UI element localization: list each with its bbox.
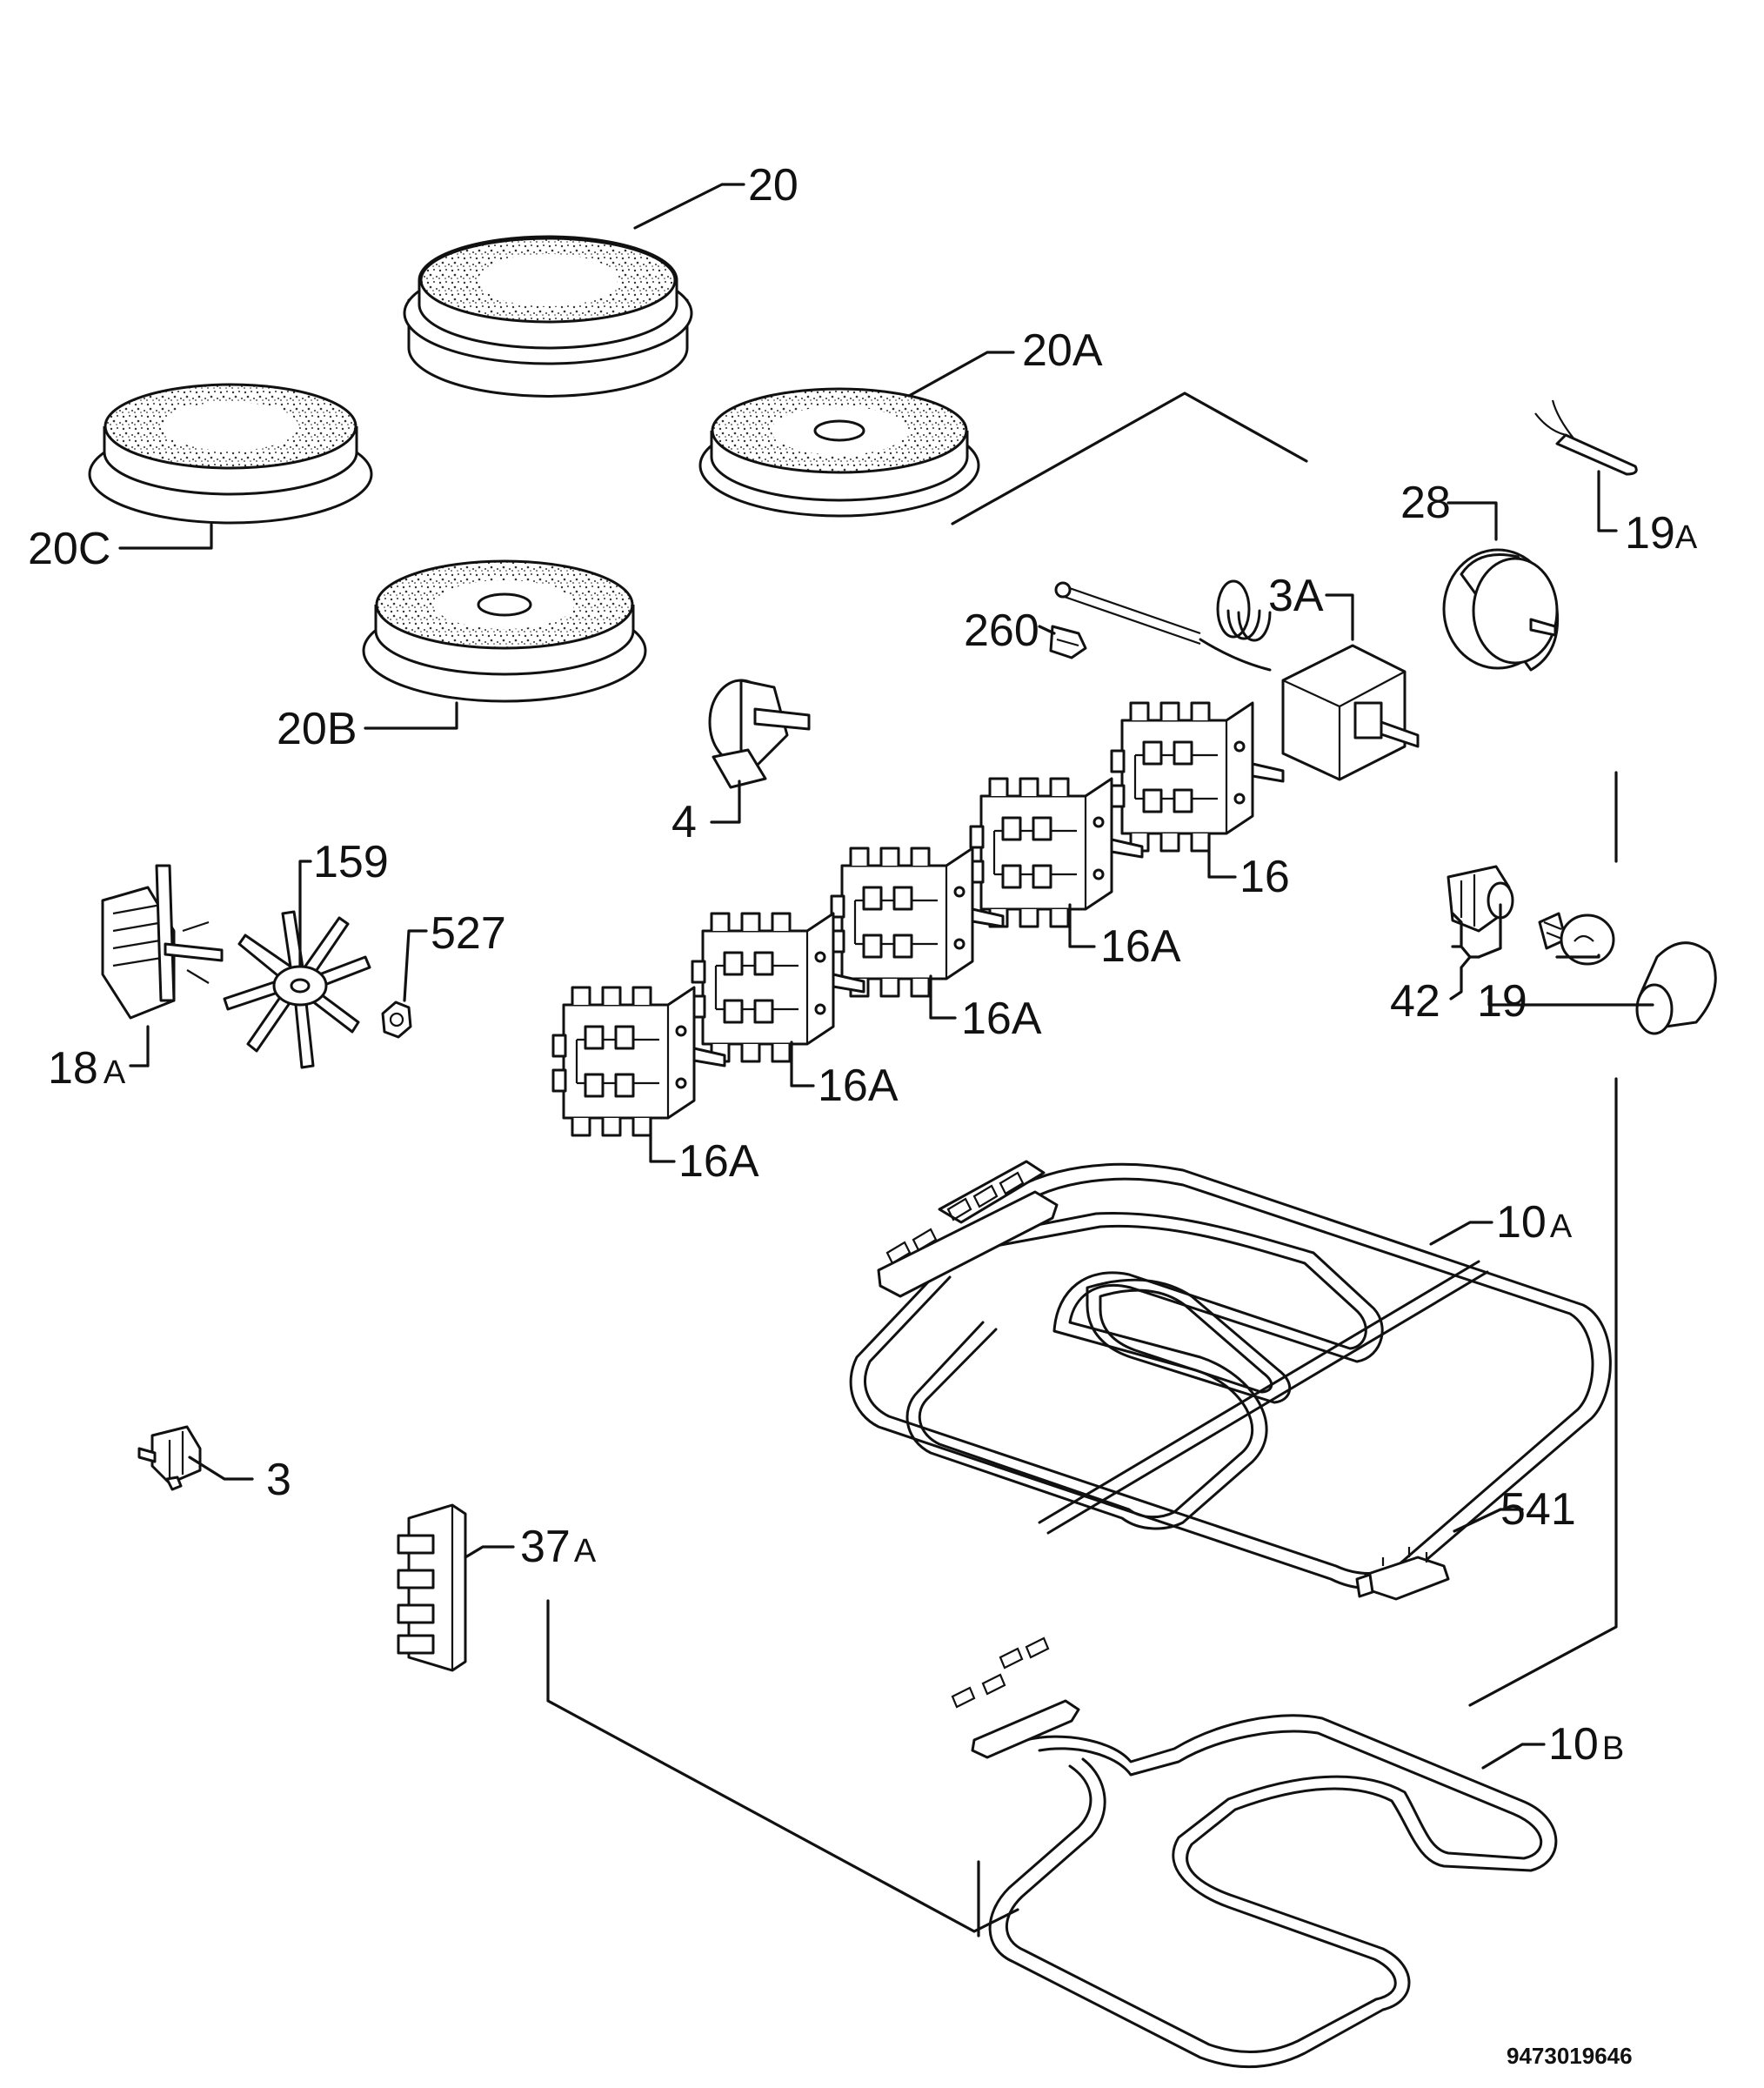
lamp-cover-42 — [1635, 941, 1717, 1035]
label-4: 4 — [672, 797, 697, 847]
selector-switch-16 — [1110, 701, 1285, 853]
sensor-19a — [1534, 399, 1638, 476]
lamp-bulb-19 — [1538, 912, 1615, 966]
hotplate-20 — [403, 235, 693, 398]
label-20b: 20B — [277, 704, 357, 754]
label-527: 527 — [431, 908, 506, 959]
hotplate-20b — [362, 559, 647, 703]
hotplate-20a — [698, 387, 980, 518]
thermostat-3a — [1054, 579, 1420, 781]
fan-motor-18a — [101, 864, 224, 1020]
label-16: 16 — [1239, 852, 1290, 902]
clip-541 — [1355, 1547, 1450, 1601]
bottom-element-10b — [951, 1636, 1558, 2069]
clip-260 — [1049, 625, 1087, 659]
nut-527 — [381, 1000, 412, 1039]
label-16a-1: 16A — [1100, 921, 1181, 972]
label-20a: 20A — [1022, 325, 1103, 376]
label-42: 42 — [1390, 976, 1440, 1027]
label-541: 541 — [1500, 1484, 1576, 1535]
label-20c: 20C — [28, 524, 110, 574]
part-labels: 20 20A 20C 20B 28 19A 3A 260 4 16 16A 16… — [28, 160, 1698, 2069]
label-3a: 3A — [1268, 571, 1324, 621]
label-28: 28 — [1400, 478, 1451, 528]
leader-lines — [118, 183, 1654, 1770]
diagram-reference-code: 9473019646 — [1507, 2043, 1633, 2069]
regulator-4 — [708, 679, 811, 789]
group-bracket-right — [1468, 771, 1618, 1707]
label-159: 159 — [313, 837, 389, 887]
label-16a-3: 16A — [818, 1061, 899, 1111]
group-bracket-bottom — [546, 1599, 1019, 1937]
label-16a-4: 16A — [678, 1136, 759, 1187]
label-16a-2: 16A — [961, 994, 1042, 1044]
label-19a: 19A — [1625, 508, 1698, 559]
connector-3 — [137, 1425, 202, 1491]
label-3: 3 — [266, 1455, 291, 1505]
label-19: 19 — [1477, 976, 1527, 1027]
label-20: 20 — [748, 160, 798, 211]
timer-knob-28 — [1442, 548, 1560, 672]
grill-element-10a — [849, 1160, 1612, 1590]
hotplate-20c — [88, 383, 373, 525]
group-bracket-top — [951, 392, 1308, 525]
fan-impeller-159 — [223, 910, 371, 1069]
lamp-holder-42 — [1447, 865, 1514, 933]
terminal-block-37a — [397, 1503, 467, 1672]
label-260: 260 — [964, 606, 1039, 656]
